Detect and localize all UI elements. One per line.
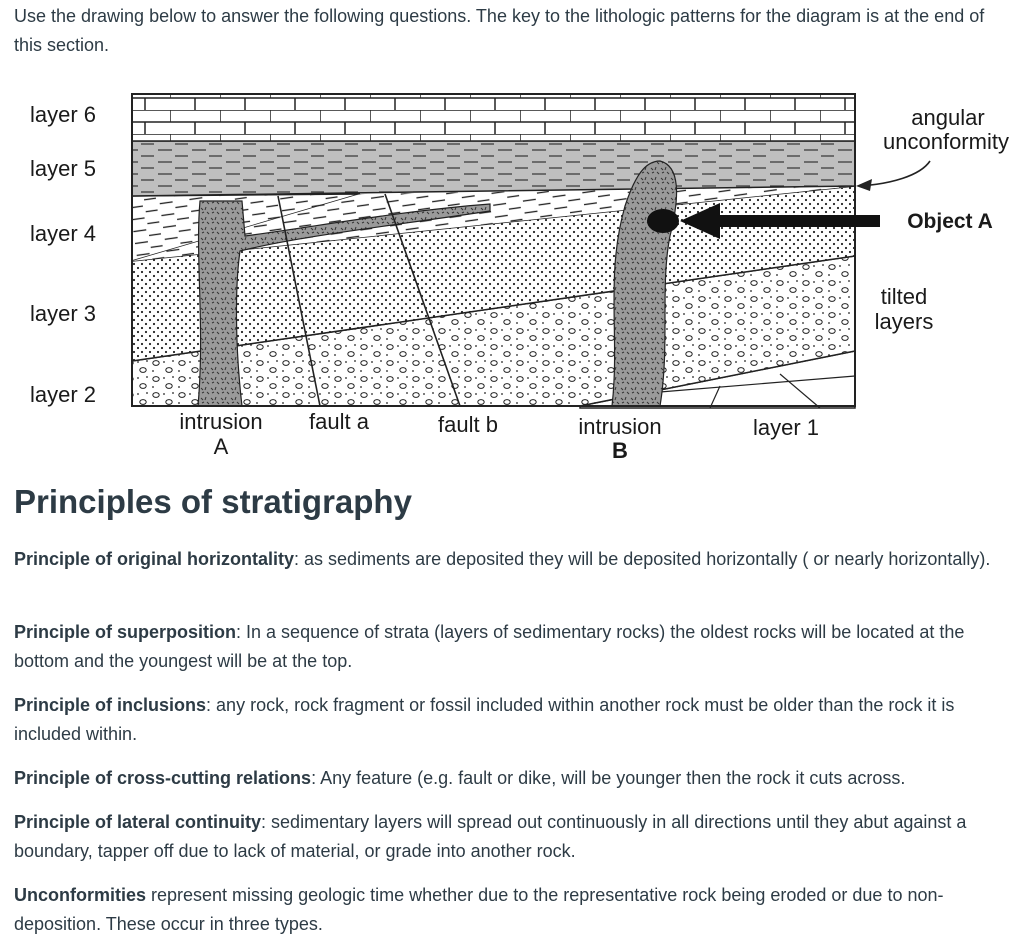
principle-cross-cutting: Principle of cross-cutting relations: An… <box>14 764 1022 793</box>
intrusion-a <box>197 200 491 407</box>
label-layers: layers <box>875 309 934 334</box>
label-intrusion-b-line1: intrusion <box>578 414 661 439</box>
label-intrusion-b-line2: B <box>612 438 628 463</box>
fault-b-line <box>384 193 461 407</box>
intro-text: Use the drawing below to answer the foll… <box>14 6 985 55</box>
label-layer-5: layer 5 <box>30 156 96 181</box>
label-fault-b: fault b <box>438 412 498 437</box>
principle-term: Principle of lateral continuity <box>14 812 262 832</box>
principle-superposition: Principle of superposition: In a sequenc… <box>14 618 1022 676</box>
fault-a-line <box>277 195 321 407</box>
label-intrusion-a-line1: intrusion <box>179 409 262 434</box>
principle-text: represent missing geologic time whether … <box>14 885 944 934</box>
label-layer-3: layer 3 <box>30 301 96 326</box>
label-intrusion-a-line2: A <box>214 434 229 459</box>
geologic-cross-section-diagram: layer 6 layer 5 layer 4 layer 3 layer 2 … <box>20 86 1020 471</box>
cross-section-svg: layer 6 layer 5 layer 4 layer 3 layer 2 … <box>30 93 1009 463</box>
label-layer-1: layer 1 <box>753 415 819 440</box>
principle-term: Principle of inclusions <box>14 695 207 715</box>
principle-term: Principle of superposition <box>14 622 237 642</box>
label-unconformity: unconformity <box>883 129 1009 154</box>
label-object-a: Object A <box>907 210 993 233</box>
principle-text: : as sediments are deposited they will b… <box>294 549 991 569</box>
label-fault-a: fault a <box>309 409 370 434</box>
principle-original-horizontality: Principle of original horizontality: as … <box>14 545 1022 574</box>
principle-text: : Any feature (e.g. fault or dike, will … <box>311 768 906 788</box>
label-tilted: tilted <box>881 284 927 309</box>
layer-6-rock <box>131 93 856 142</box>
principle-lateral-continuity: Principle of lateral continuity: sedimen… <box>14 808 1022 866</box>
label-layer-6: layer 6 <box>30 102 96 127</box>
layer-5-rock <box>131 140 856 197</box>
principle-term: Principle of cross-cutting relations <box>14 768 312 788</box>
principle-term: Principle of original horizontality <box>14 549 295 569</box>
principle-inclusions: Principle of inclusions: any rock, rock … <box>14 691 1022 749</box>
label-angular: angular <box>911 105 984 130</box>
principle-text: : sedimentary layers will spread out con… <box>14 812 967 861</box>
principle-term: Unconformities <box>14 885 147 905</box>
principle-text: : any rock, rock fragment or fossil incl… <box>14 695 955 744</box>
object-a-inclusion <box>647 209 679 233</box>
object-a-arrow <box>680 203 880 239</box>
principle-text: : In a sequence of strata (layers of sed… <box>14 622 965 671</box>
section-title: Principles of stratigraphy <box>14 483 412 520</box>
label-layer-4: layer 4 <box>30 221 96 246</box>
label-layer-2: layer 2 <box>30 382 96 407</box>
unconformities-paragraph: Unconformities represent missing geologi… <box>14 881 1022 939</box>
